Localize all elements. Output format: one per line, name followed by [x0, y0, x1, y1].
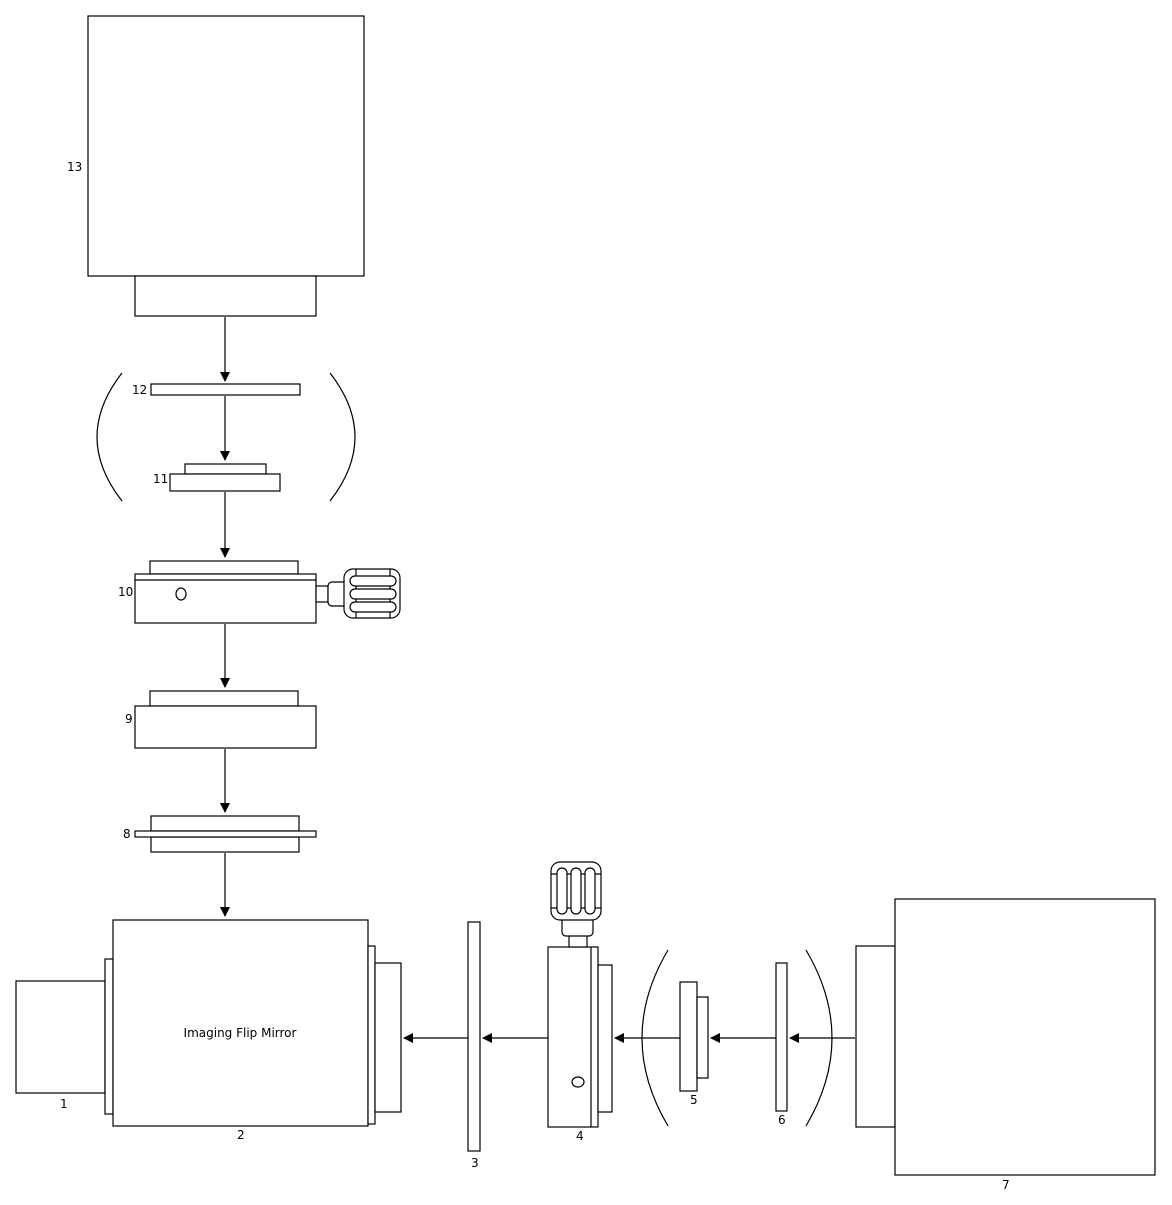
flip-mirror-title: Imaging Flip Mirror: [184, 1026, 297, 1040]
component-2-flip-mirror: [112, 919, 402, 1127]
left-paren-lower: [641, 949, 669, 1127]
label-6: 6: [778, 1113, 786, 1127]
component-7-camera: [855, 898, 1156, 1176]
label-5: 5: [690, 1093, 698, 1107]
component-10-focuser: [134, 560, 401, 624]
label-7: 7: [1002, 1178, 1010, 1192]
right-paren-upper: [329, 372, 356, 502]
component-12-filter: [150, 383, 301, 396]
component-13-camera: [87, 15, 365, 317]
label-13: 13: [67, 160, 82, 174]
label-3: 3: [471, 1156, 479, 1170]
component-5-adapter: [679, 981, 709, 1092]
label-1: 1: [60, 1097, 68, 1111]
component-4-focuser: [547, 861, 613, 1128]
label-4: 4: [576, 1129, 584, 1143]
component-11-adapter: [169, 463, 281, 492]
component-9-adapter: [134, 690, 317, 749]
label-12: 12: [132, 383, 147, 397]
knob-vertical-icon: [550, 861, 602, 937]
component-8-ring: [134, 815, 317, 853]
component-3-plate: [467, 921, 481, 1152]
left-paren-upper: [96, 372, 123, 502]
component-1-eyepiece: [15, 958, 114, 1115]
label-11: 11: [153, 472, 168, 486]
knob-horizontal-icon: [327, 568, 401, 619]
label-10: 10: [118, 585, 133, 599]
label-9: 9: [125, 712, 133, 726]
component-6-filter: [775, 962, 788, 1112]
label-8: 8: [123, 827, 131, 841]
label-2: 2: [237, 1128, 245, 1142]
